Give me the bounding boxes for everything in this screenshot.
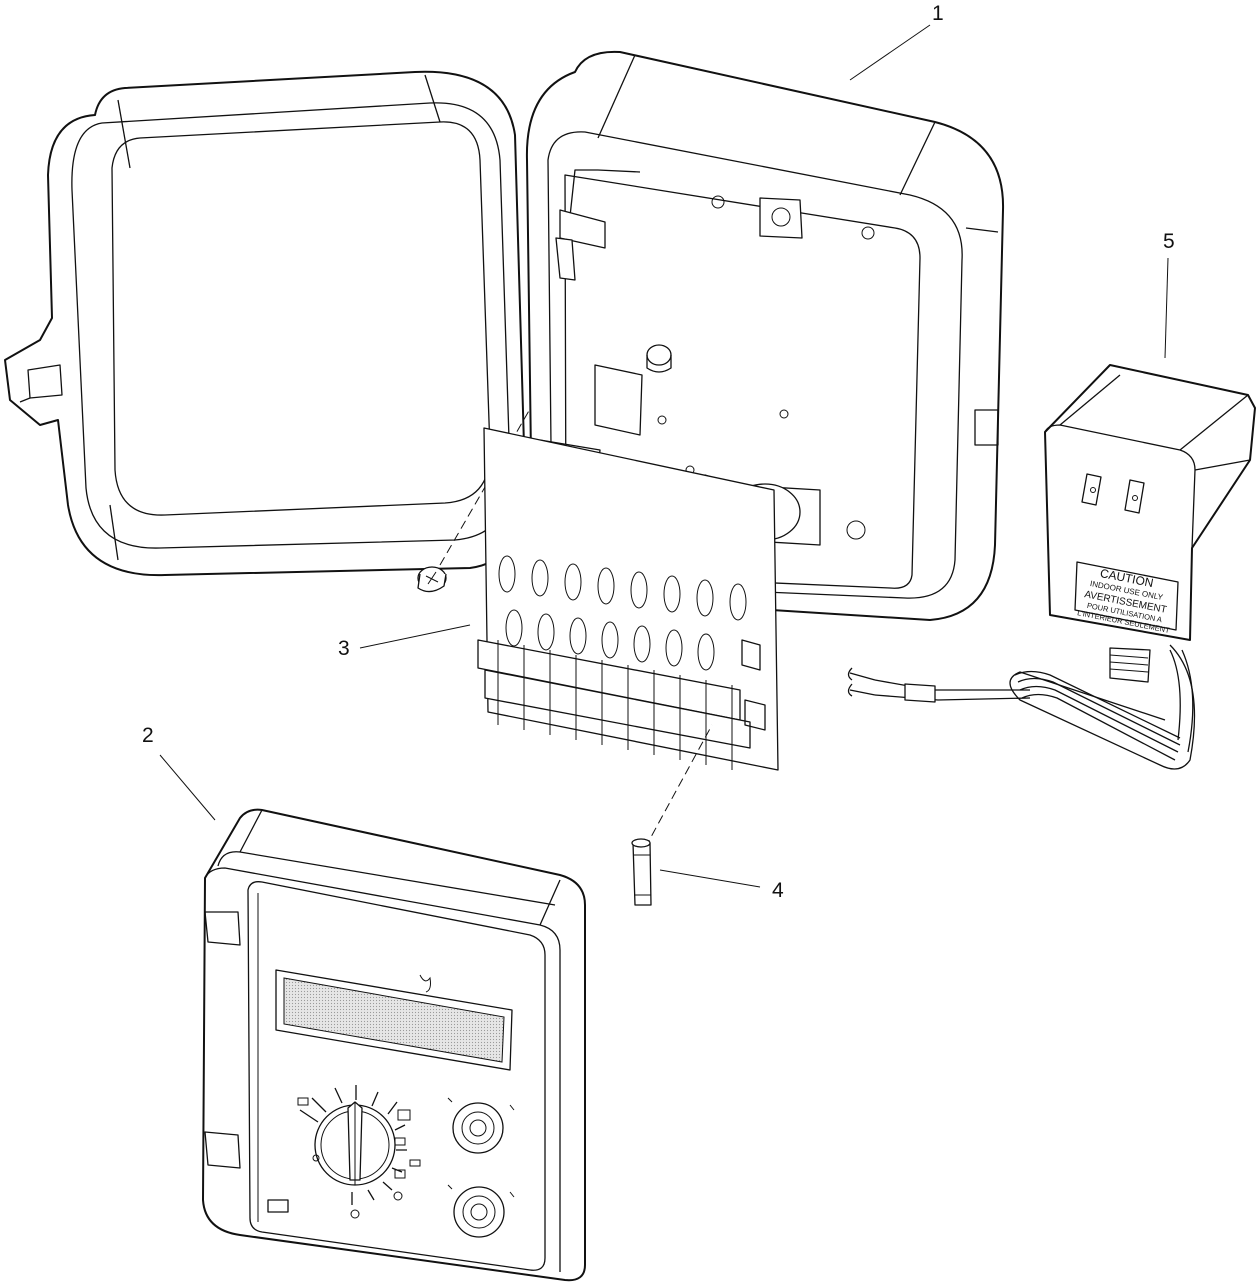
callout-3: 3 xyxy=(338,624,471,660)
cabinet-door xyxy=(4,70,527,577)
terminal-board xyxy=(477,427,779,771)
controller-faceplate xyxy=(202,808,586,1282)
terminal-strip xyxy=(477,639,766,770)
power-transformer: CAUTION INDOOR USE ONLY AVERTISSEMENT PO… xyxy=(847,364,1256,770)
callout-label-4: 4 xyxy=(772,879,784,902)
fuse xyxy=(631,838,652,906)
callout-2: 2 xyxy=(142,724,216,821)
callout-label-5: 5 xyxy=(1163,230,1175,253)
callout-1: 1 xyxy=(849,2,944,81)
callout-label-2: 2 xyxy=(142,724,154,747)
screw xyxy=(417,566,447,593)
callout-label-1: 1 xyxy=(932,2,944,25)
callout-4: 4 xyxy=(659,869,784,902)
callout-label-3: 3 xyxy=(338,637,350,660)
callout-5: 5 xyxy=(1163,230,1175,359)
